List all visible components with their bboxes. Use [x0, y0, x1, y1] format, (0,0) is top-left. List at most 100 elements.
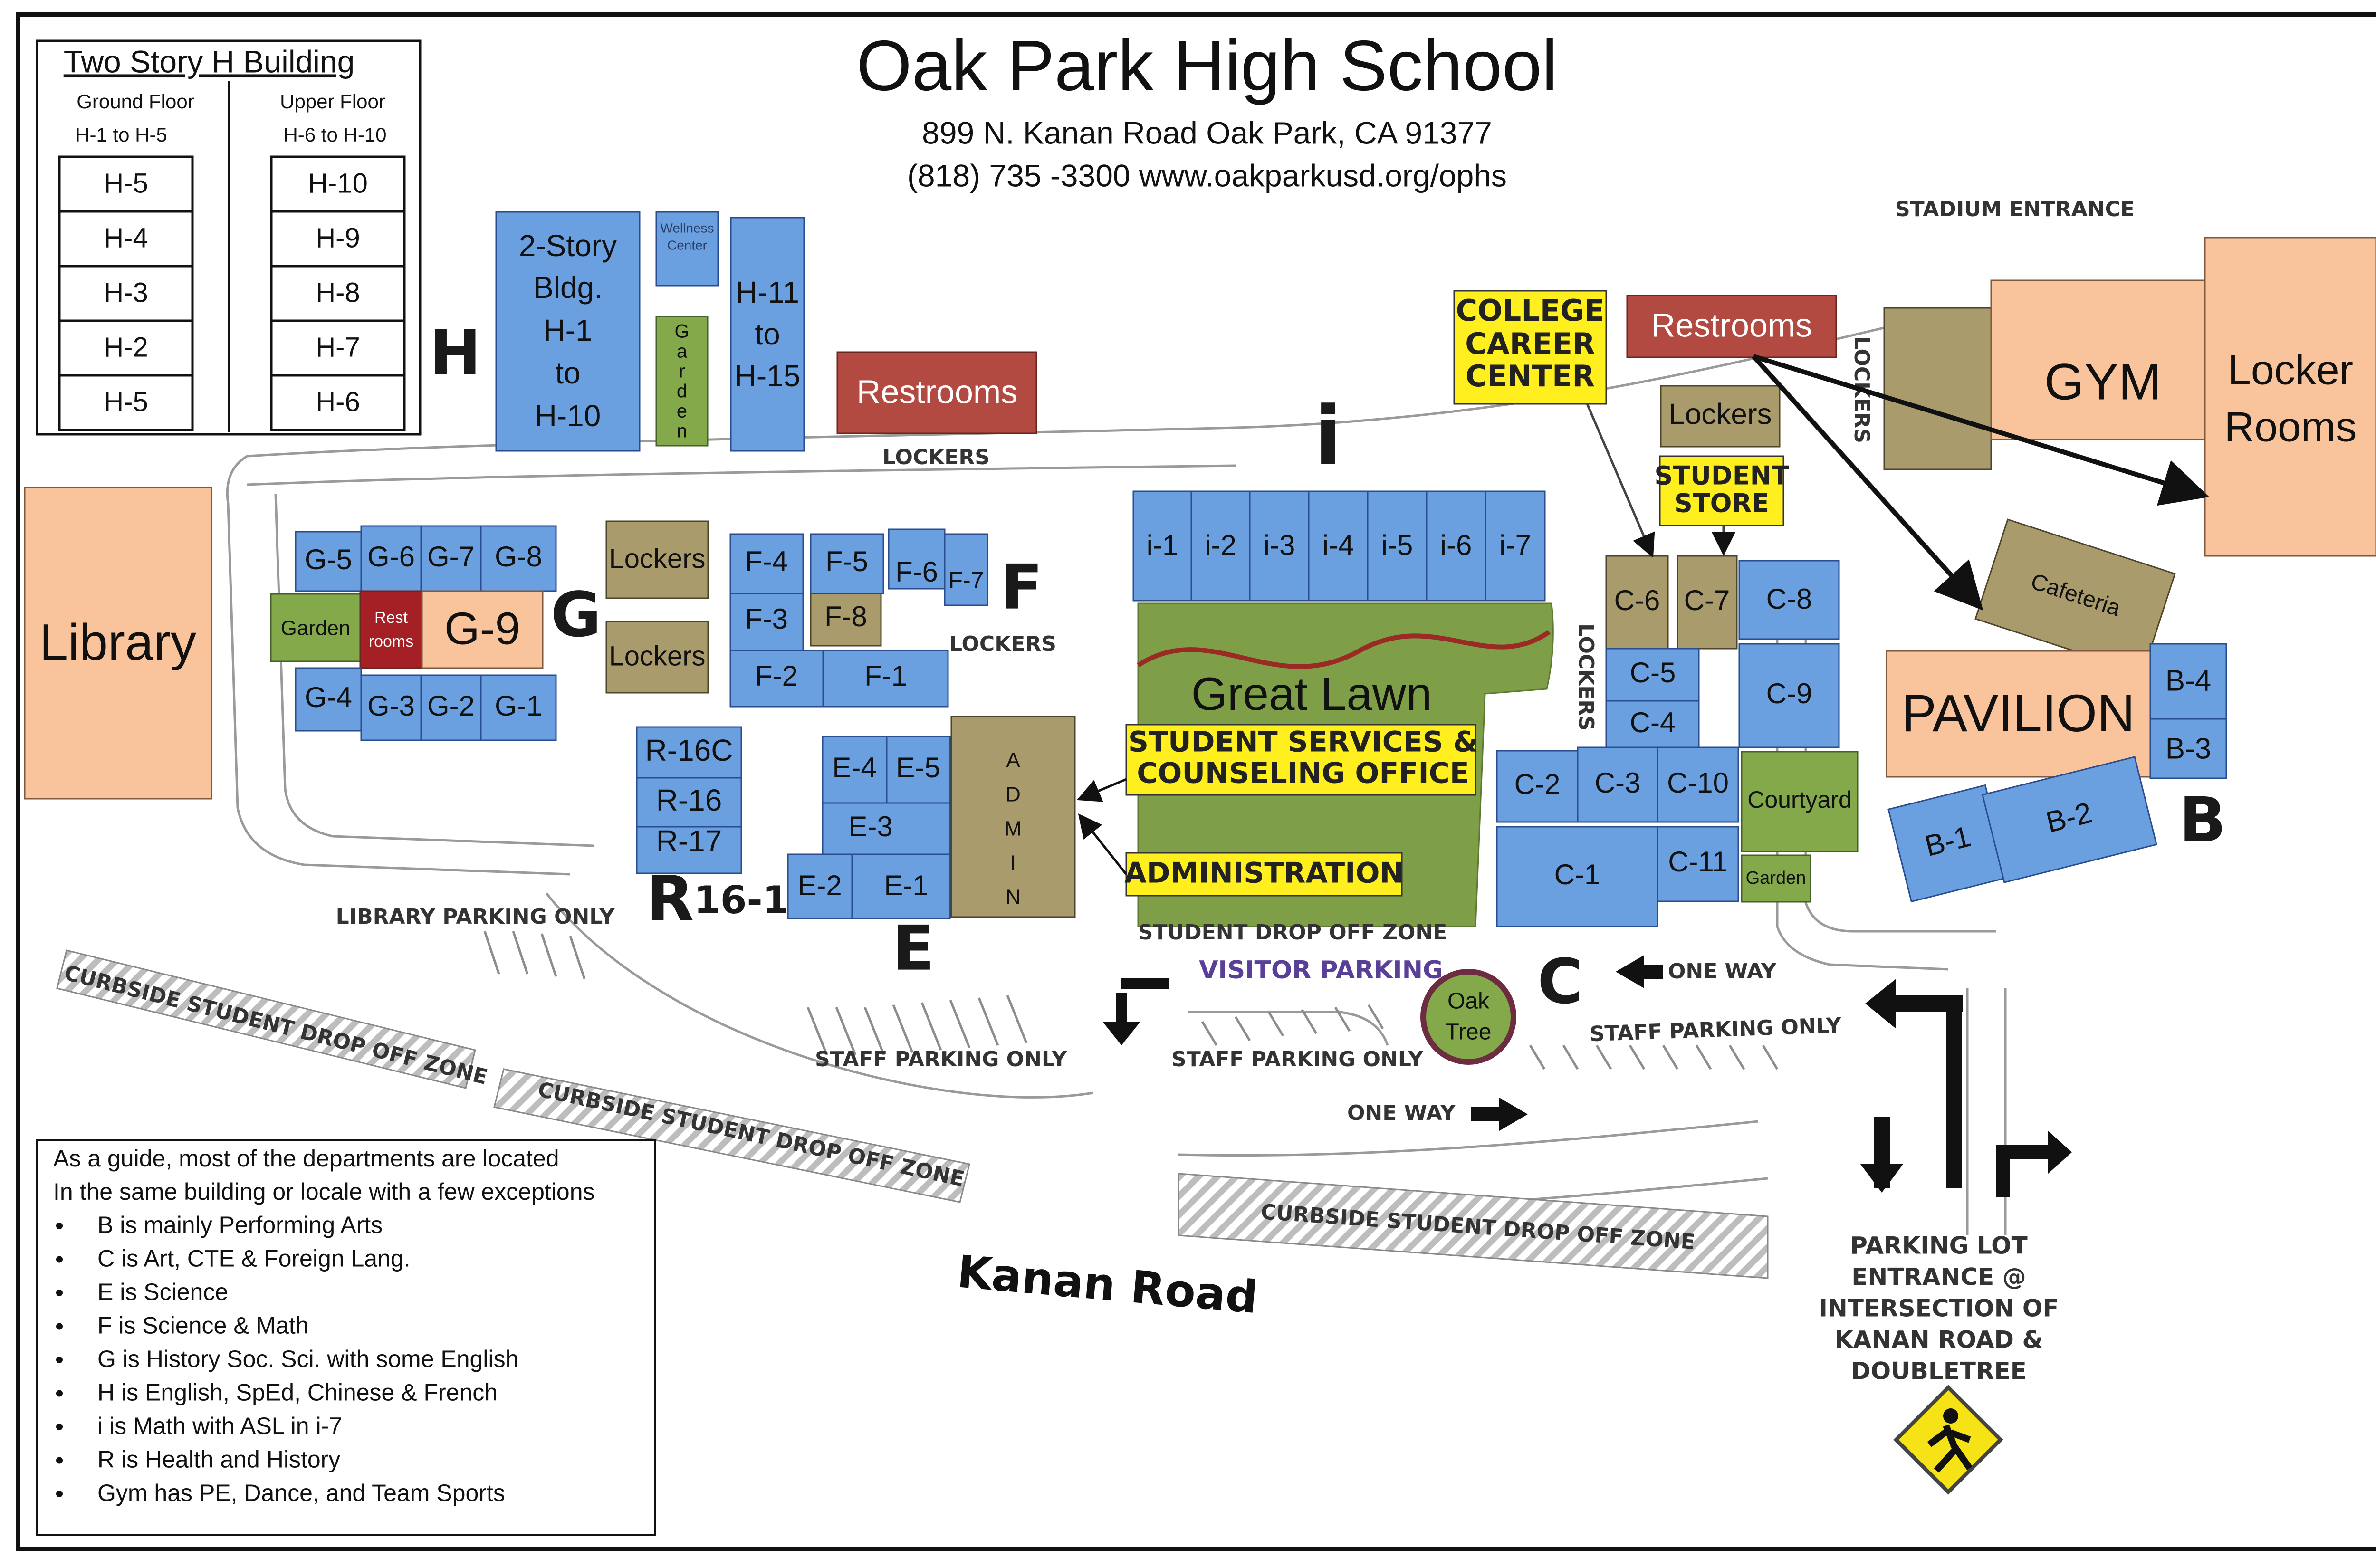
admin-pointer-arrows — [1076, 778, 1127, 875]
garden-g[interactable]: Garden — [270, 593, 361, 662]
school-contact: (818) 735 -3300 www.oakparkusd.org/ophs — [907, 158, 1507, 193]
admin-building[interactable]: ADMIN — [950, 716, 1076, 918]
room-b3[interactable]: B-3 — [2149, 718, 2227, 779]
room-i-1[interactable]: i-1 — [1132, 490, 1192, 602]
admin-letter: M — [1005, 817, 1022, 841]
room-i-6-label: i-6 — [1440, 529, 1472, 561]
room-f8[interactable]: F-8 — [810, 593, 882, 647]
gym[interactable]: GYM — [1990, 279, 2206, 440]
administration-office[interactable]: ADMINISTRATION — [1124, 852, 1404, 897]
room-i-5[interactable]: i-5 — [1367, 490, 1428, 602]
room-c3[interactable]: C-3 — [1577, 746, 1658, 823]
courtyard[interactable]: Courtyard — [1741, 751, 1859, 852]
room-r17[interactable]: R-17 — [636, 824, 742, 874]
room-f3[interactable]: F-3 — [729, 593, 804, 651]
room-f2[interactable]: F-2 — [729, 650, 824, 708]
ground-floor-room-4: H-5 — [58, 374, 194, 431]
pavilion[interactable]: PAVILION — [1886, 650, 2151, 778]
room-g6[interactable]: G-6 — [360, 525, 422, 592]
room-b4[interactable]: B-4 — [2149, 643, 2227, 720]
room-g4[interactable]: G-4 — [295, 667, 362, 732]
room-e1[interactable]: E-1 — [851, 853, 951, 919]
room-c5[interactable]: C-5 — [1605, 648, 1700, 702]
bullet-icon — [56, 1424, 63, 1430]
room-e2-label: E-2 — [797, 870, 842, 901]
building-h11-h15[interactable]: H-11 to H-15 — [730, 217, 805, 452]
room-b1[interactable]: B-1 — [1887, 784, 2009, 903]
room-f7[interactable]: F-7 — [944, 533, 988, 606]
room-g3[interactable]: G-3 — [360, 674, 422, 741]
room-c8[interactable]: C-8 — [1738, 560, 1840, 640]
lockers-upper[interactable]: Lockers — [605, 520, 709, 599]
restrooms-g[interactable]: Rest rooms — [359, 590, 423, 669]
upper-floor-room-0: H-10 — [270, 155, 406, 213]
room-r16c[interactable]: R-16C — [636, 726, 742, 779]
room-f7-label: F-7 — [948, 567, 984, 593]
room-c11-label: C-11 — [1668, 846, 1728, 878]
garden-h-letter: a — [677, 341, 688, 362]
lockers-lower[interactable]: Lockers — [605, 621, 709, 694]
room-e2[interactable]: E-2 — [787, 853, 853, 919]
admin-letter: A — [1006, 749, 1020, 772]
lockers-east[interactable]: Lockers — [1660, 385, 1781, 448]
room-e3[interactable]: E-3 — [822, 802, 951, 855]
student-services-line2: COUNSELING OFFICE — [1137, 757, 1469, 790]
wellness-center[interactable]: Wellness Center — [655, 211, 719, 287]
room-g9[interactable]: G-9 — [421, 590, 544, 669]
garden-c[interactable]: Garden — [1741, 854, 1811, 903]
room-c9[interactable]: C-9 — [1738, 643, 1840, 748]
restrooms-east[interactable]: Restrooms — [1626, 295, 1837, 358]
room-i-4[interactable]: i-4 — [1308, 490, 1369, 602]
room-c11[interactable]: C-11 — [1657, 826, 1739, 902]
h-2-story-building[interactable]: 2-Story Bldg. H-1 to H-10 — [495, 211, 641, 452]
room-f4[interactable]: F-4 — [729, 533, 804, 594]
garden-h-letter: d — [677, 381, 687, 402]
legend-item-text: F is Science & Math — [97, 1312, 309, 1339]
room-b2[interactable]: B-2 — [1982, 756, 2157, 883]
legend-item-text: Gym has PE, Dance, and Team Sports — [97, 1480, 505, 1506]
room-i-7[interactable]: i-7 — [1485, 490, 1546, 602]
bullet-icon — [56, 1256, 63, 1263]
legend-item-text: H is English, SpEd, Chinese & French — [97, 1379, 498, 1406]
room-g2[interactable]: G-2 — [420, 674, 482, 741]
room-e4[interactable]: E-4 — [822, 736, 888, 804]
college-career-center[interactable]: COLLEGE CAREER CENTER — [1453, 290, 1607, 405]
garden-h[interactable]: Garden — [655, 316, 709, 447]
curbside-zone-east — [1178, 1173, 1769, 1279]
student-store[interactable]: STUDENT STORE — [1654, 455, 1789, 526]
room-c10[interactable]: C-10 — [1657, 746, 1739, 823]
ground-floor-room-0: H-5 — [58, 155, 194, 213]
room-i-2[interactable]: i-2 — [1190, 490, 1251, 602]
room-c7[interactable]: C-7 — [1677, 555, 1738, 650]
wellness-line2: Center — [667, 238, 707, 252]
room-i-6[interactable]: i-6 — [1426, 490, 1486, 602]
bullet-icon — [56, 1290, 63, 1296]
room-f1[interactable]: F-1 — [822, 650, 949, 708]
room-c6[interactable]: C-6 — [1605, 555, 1669, 650]
garden-h-letter: e — [677, 401, 687, 422]
room-i-3[interactable]: i-3 — [1249, 490, 1310, 602]
oak-tree[interactable]: Oak Tree — [1420, 969, 1516, 1065]
room-g7[interactable]: G-7 — [420, 525, 482, 592]
department-legend: As a guide, most of the departments are … — [36, 1139, 656, 1536]
room-e5[interactable]: E-5 — [886, 736, 951, 804]
locker-rooms[interactable]: Locker Rooms — [2204, 237, 2376, 557]
library-parking-label: LIBRARY PARKING ONLY — [336, 905, 615, 929]
lockers-i-label: LOCKERS — [882, 445, 990, 469]
room-i-3-label: i-3 — [1264, 529, 1295, 561]
room-c4[interactable]: C-4 — [1605, 700, 1700, 749]
room-c1[interactable]: C-1 — [1496, 826, 1658, 927]
room-r16[interactable]: R-16 — [636, 777, 742, 828]
library[interactable]: Library — [24, 487, 212, 800]
cafeteria[interactable]: Cafeteria — [1974, 518, 2176, 674]
student-services-office[interactable]: STUDENT SERVICES & COUNSELING OFFICE — [1125, 724, 1478, 796]
room-f6[interactable]: F-6 — [888, 528, 946, 590]
legend-item-text: E is Science — [97, 1279, 228, 1305]
room-g8[interactable]: G-8 — [480, 525, 557, 592]
room-f5[interactable]: F-5 — [810, 533, 884, 594]
room-g1[interactable]: G-1 — [480, 674, 557, 741]
student-services-line1: STUDENT SERVICES & — [1128, 726, 1478, 759]
room-c2[interactable]: C-2 — [1496, 750, 1579, 823]
restrooms-h[interactable]: Restrooms — [836, 351, 1037, 434]
room-g5[interactable]: G-5 — [295, 531, 362, 592]
